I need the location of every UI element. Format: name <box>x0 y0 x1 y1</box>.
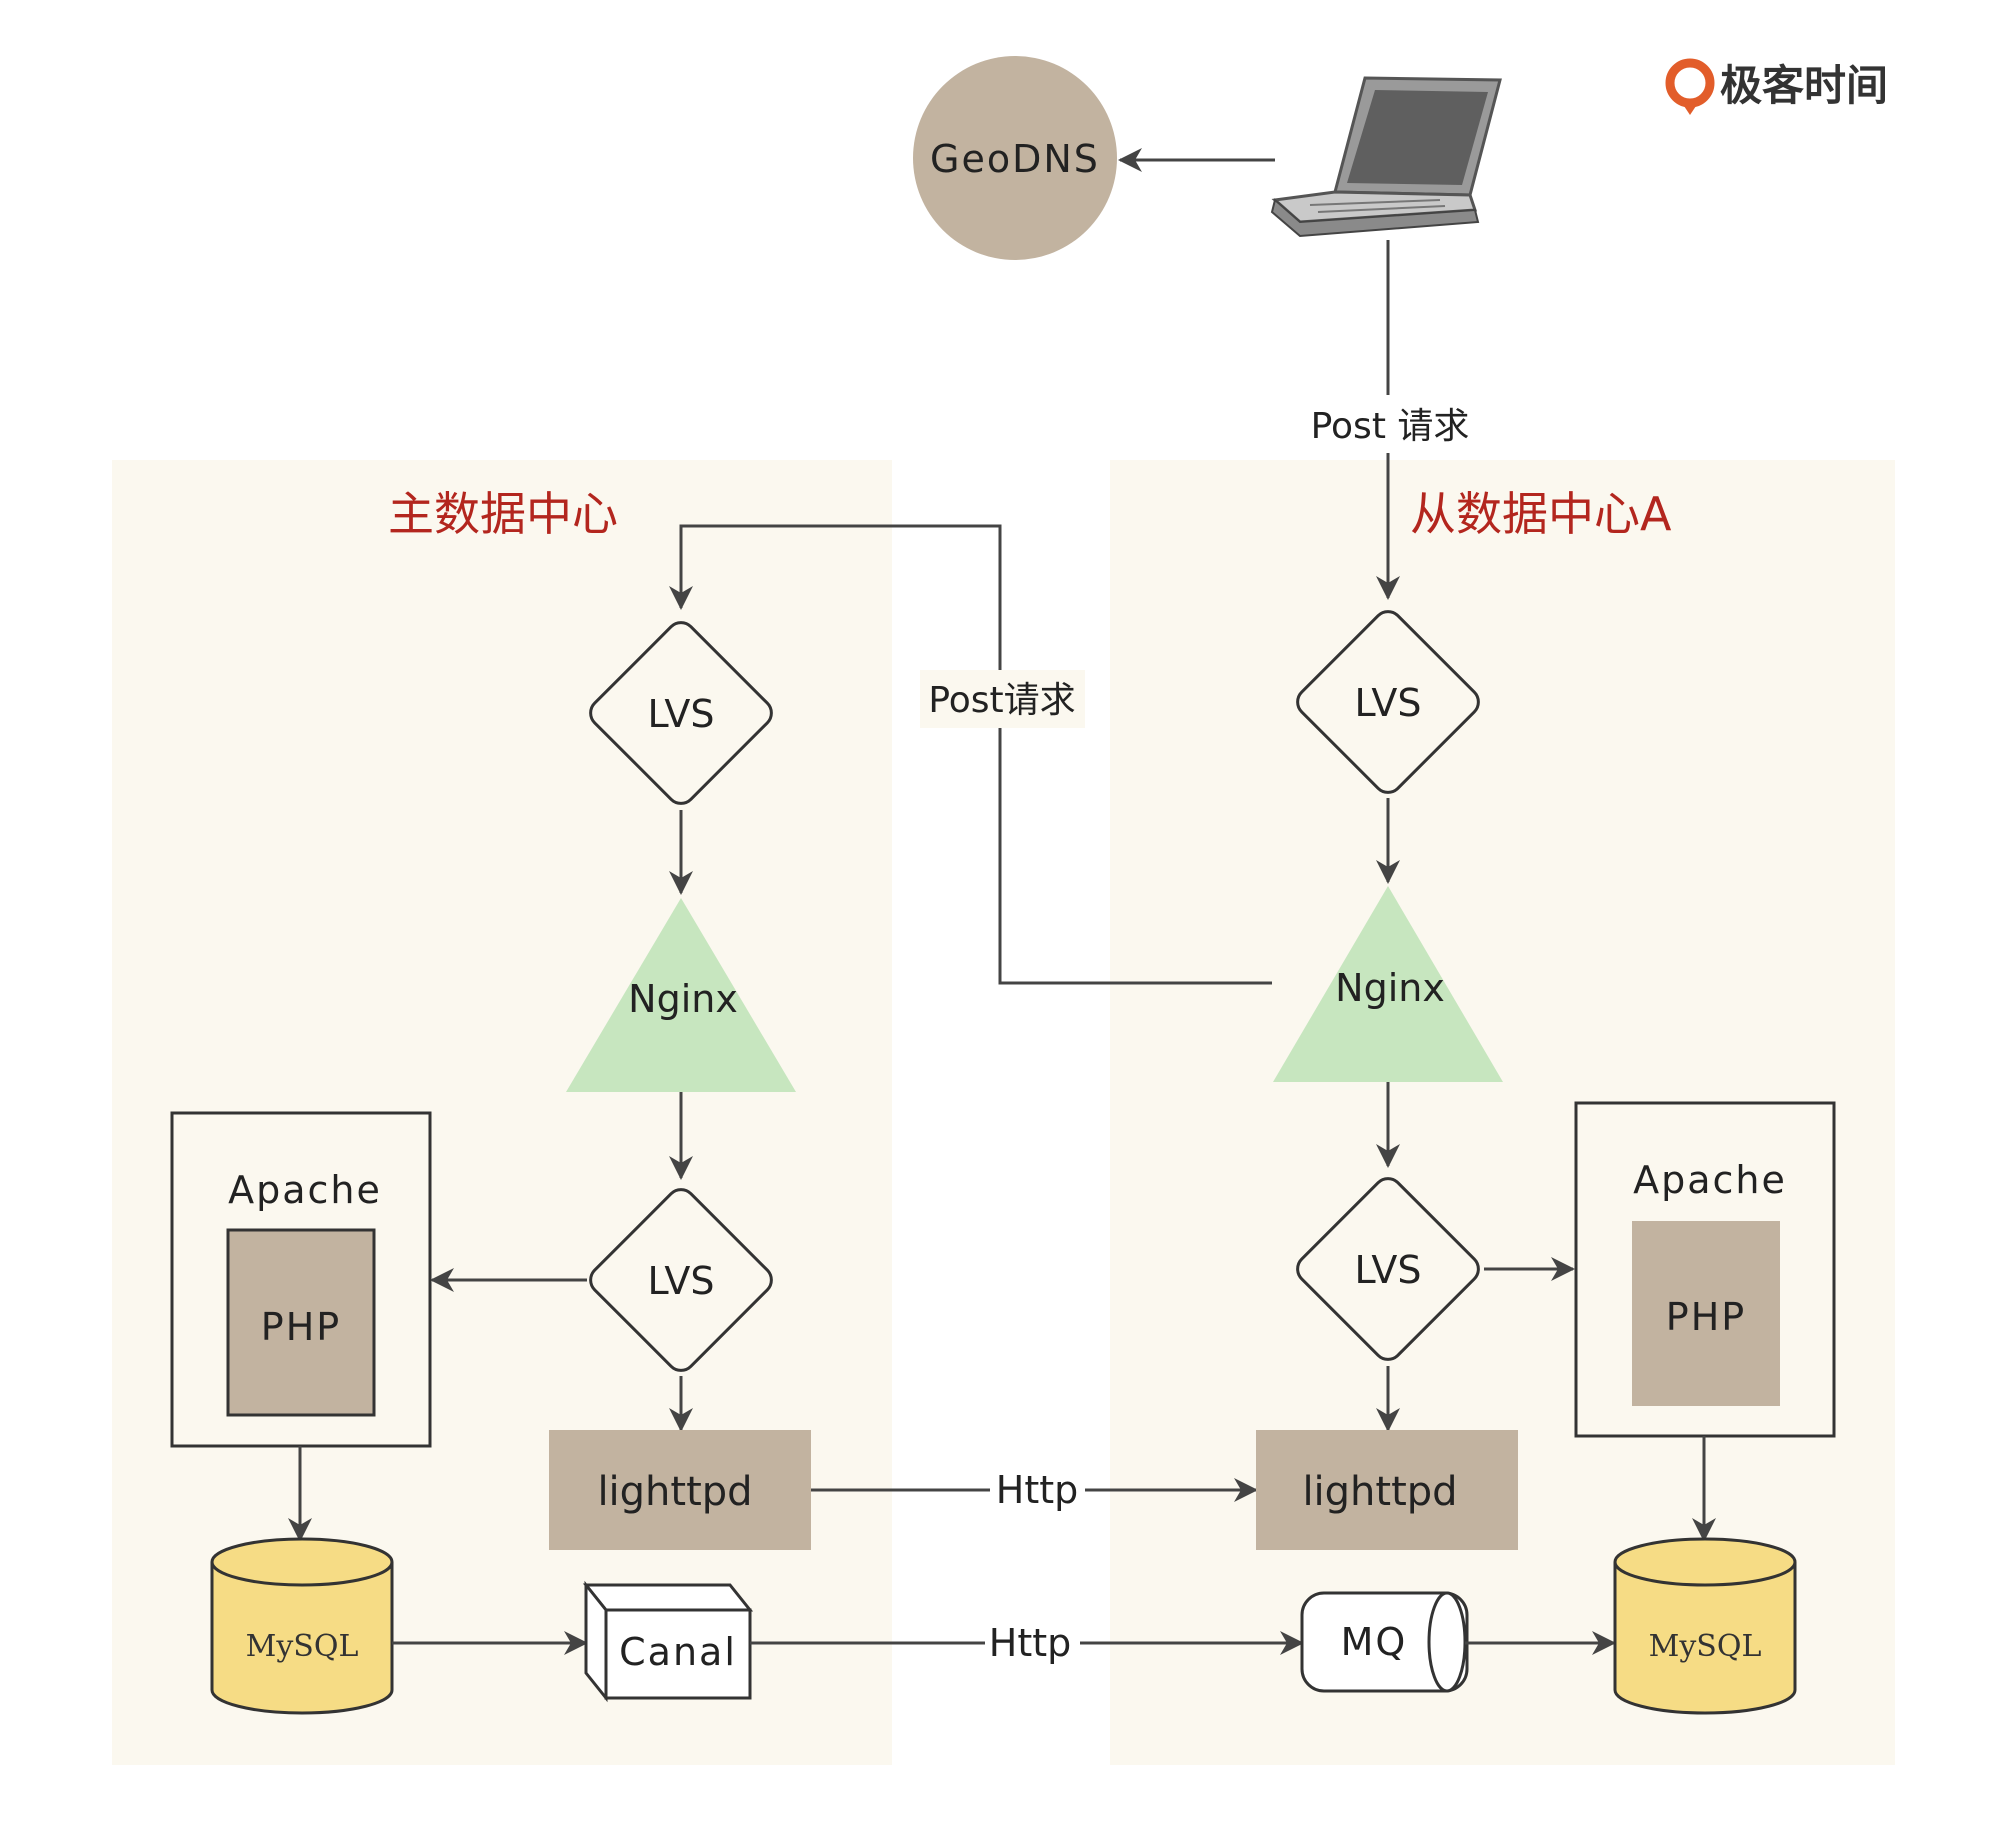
slave-lvs-top-label: LVS <box>1354 681 1421 725</box>
master-php-label: PHP <box>261 1305 341 1349</box>
master-php-box <box>226 1228 376 1417</box>
slave-apache-label: Apache <box>1633 1158 1787 1202</box>
slave-nginx: Nginx <box>1273 886 1503 1082</box>
master-canal: Canal <box>582 1580 754 1703</box>
master-lvs-bottom: LVS <box>589 1188 773 1372</box>
slave-php-label: PHP <box>1666 1295 1746 1339</box>
master-apache-label: Apache <box>228 1168 382 1212</box>
edge-label-http-2: Http <box>989 1621 1072 1665</box>
laptop-icon <box>1270 76 1502 238</box>
master-lvs-bottom-label: LVS <box>647 1259 714 1303</box>
slave-lvs-top: LVS <box>1296 610 1480 794</box>
geektime-logo: 极客时间 <box>1665 58 1888 115</box>
slave-mysql-label: MySQL <box>1649 1629 1762 1664</box>
master-lvs-top-label: LVS <box>647 692 714 736</box>
edge-label-bg <box>920 670 1085 728</box>
master-mysql-label: MySQL <box>246 1629 359 1664</box>
slave-lighttpd: lighttpd <box>1256 1430 1518 1550</box>
edge-label-bg <box>985 1618 1080 1668</box>
master-dc-title: 主数据中心 <box>388 487 618 541</box>
master-nginx-label: Nginx <box>628 977 738 1021</box>
slave-mq: MQ <box>1300 1591 1469 1693</box>
master-lighttpd-label: lighttpd <box>597 1469 752 1515</box>
edge-label-http-1: Http <box>996 1468 1079 1512</box>
master-nginx: Nginx <box>566 898 796 1092</box>
slave-php-box <box>1632 1221 1780 1406</box>
slave-apache-box: Apache PHP <box>1574 1101 1836 1438</box>
slave-mq-label: MQ <box>1341 1620 1408 1664</box>
slave-nginx-label: Nginx <box>1335 966 1445 1010</box>
slave-dc-title: 从数据中心A <box>1410 487 1672 541</box>
brand-name: 极客时间 <box>1720 61 1888 110</box>
master-apache-box: Apache PHP <box>170 1111 432 1448</box>
master-lighttpd: lighttpd <box>549 1430 811 1550</box>
slave-mysql: MySQL <box>1613 1537 1797 1715</box>
master-mysql: MySQL <box>210 1537 394 1715</box>
edge-slave-nginx-to-master-lvs <box>669 524 1272 985</box>
edge-label-bg <box>1300 395 1480 453</box>
geodns-node: GeoDNS <box>913 56 1117 260</box>
geodns-label: GeoDNS <box>930 137 1100 181</box>
slave-lvs-bottom: LVS <box>1296 1177 1480 1361</box>
master-canal-label: Canal <box>619 1630 737 1674</box>
slave-lighttpd-label: lighttpd <box>1302 1469 1457 1515</box>
edge-label-bg <box>990 1465 1085 1515</box>
edge-label-post-request: Post 请求 <box>1311 406 1470 447</box>
edge-label-post-request-2: Post请求 <box>928 680 1075 721</box>
slave-lvs-bottom-label: LVS <box>1354 1248 1421 1292</box>
master-lvs-top: LVS <box>589 621 773 805</box>
